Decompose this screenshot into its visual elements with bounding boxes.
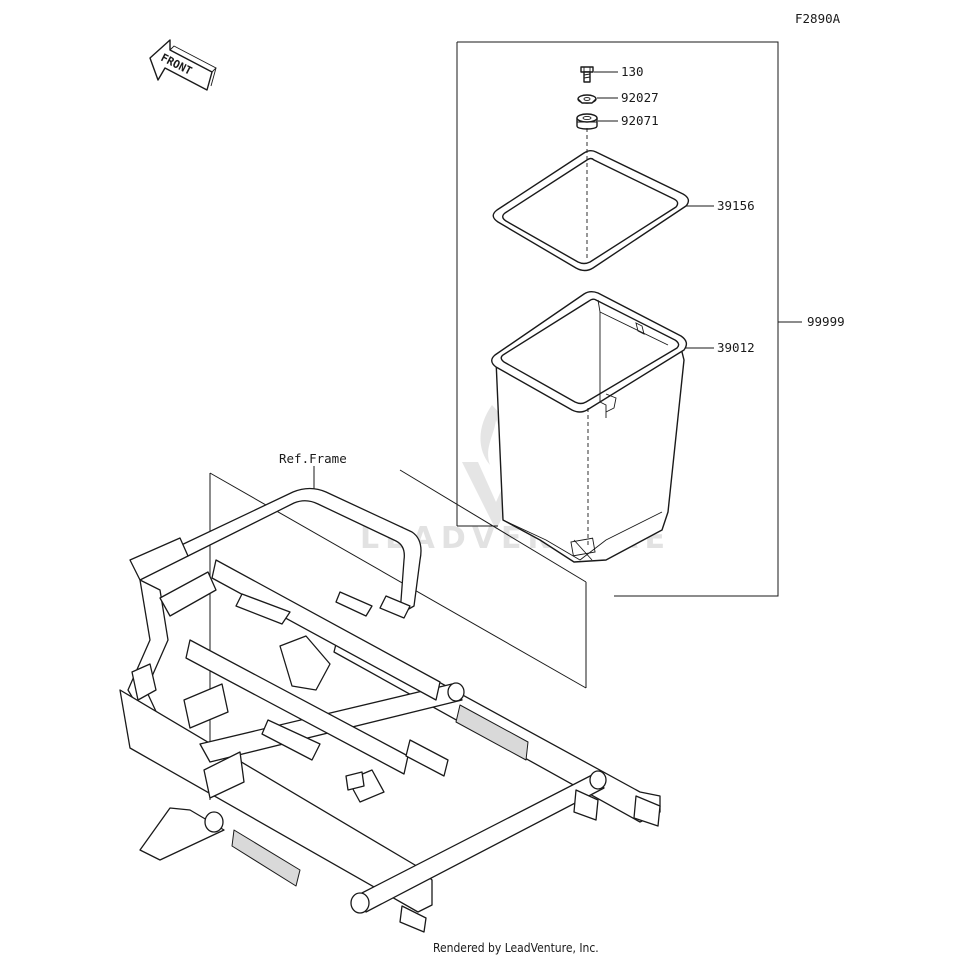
callout-39156: 39156 xyxy=(717,198,755,213)
storage-box-part xyxy=(491,291,688,563)
figure-code: F2890A xyxy=(795,11,841,26)
callout-92027: 92027 xyxy=(621,90,659,105)
callout-130: 130 xyxy=(621,64,644,79)
front-arrow-icon: FRONT xyxy=(149,39,217,91)
vehicle-frame xyxy=(119,487,661,933)
ref-frame-label: Ref.Frame xyxy=(279,451,347,466)
grommet-part xyxy=(576,113,598,130)
washer-part xyxy=(577,94,597,104)
assembly-bracket xyxy=(457,41,779,597)
callout-92071: 92071 xyxy=(621,113,659,128)
footer-credit: Rendered by LeadVenture, Inc. xyxy=(433,941,599,955)
seal-part xyxy=(492,150,690,272)
callout-99999: 99999 xyxy=(807,314,845,329)
callout-39012: 39012 xyxy=(717,340,755,355)
bolt-part xyxy=(580,66,594,83)
